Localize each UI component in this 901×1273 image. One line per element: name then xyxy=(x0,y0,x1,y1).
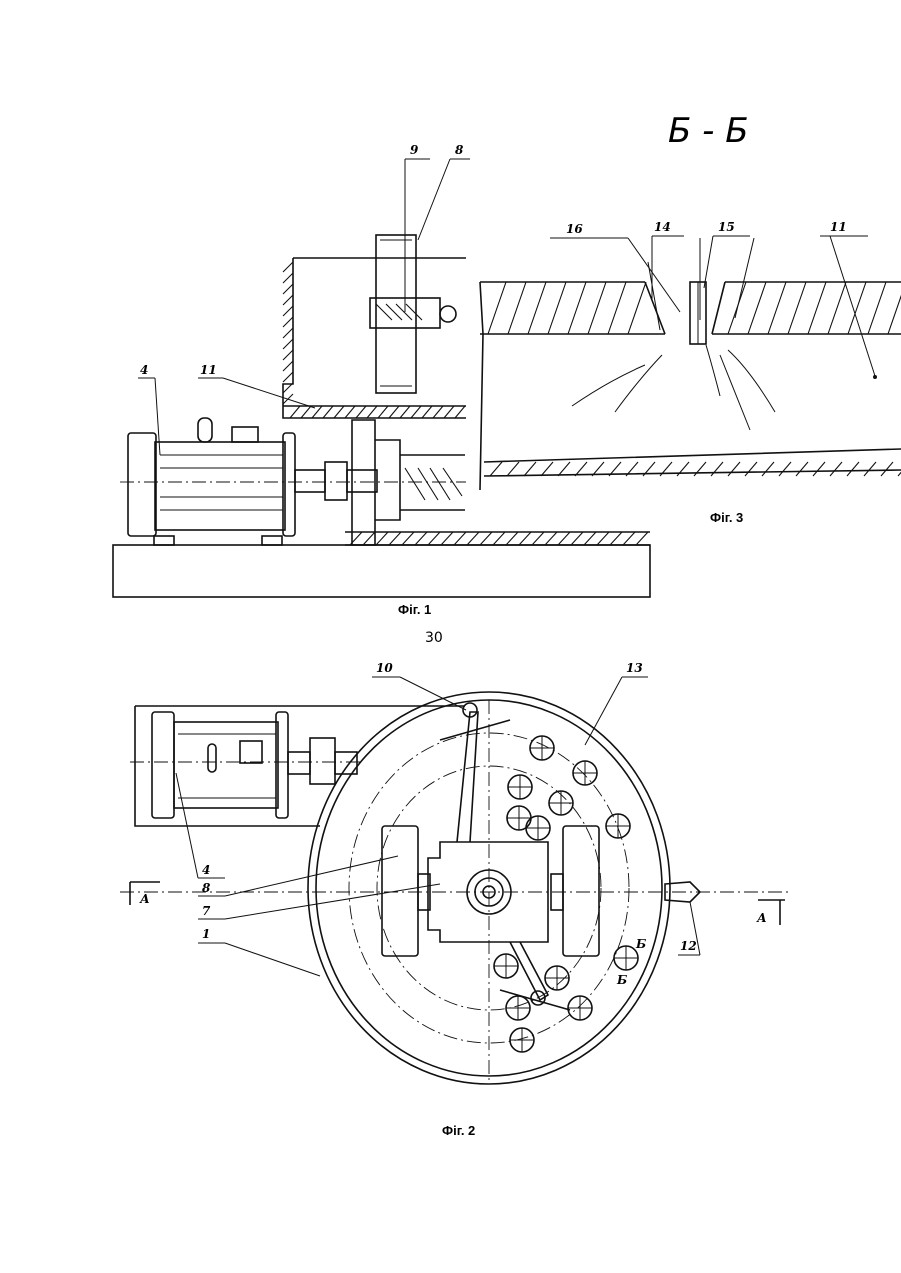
label-10: 10 xyxy=(376,661,393,675)
label-12: 12 xyxy=(680,939,697,953)
section-a-left: А xyxy=(139,892,150,906)
section-b-top: Б xyxy=(635,937,646,951)
label-4-fig2: 4 xyxy=(202,863,210,877)
page-number: 30 xyxy=(425,630,443,646)
label-8-fig2: 8 xyxy=(202,881,211,895)
figure-2: А А Б Б 10 13 4 8 7 1 12 Фіг. 2 xyxy=(120,661,790,1138)
label-8: 8 xyxy=(455,143,464,157)
section-a-right: А xyxy=(756,911,767,925)
label-11: 11 xyxy=(200,363,217,377)
motor-4 xyxy=(128,418,295,545)
label-1: 1 xyxy=(202,927,210,941)
section-b-bottom: Б xyxy=(616,973,627,987)
label-11-fig3: 11 xyxy=(830,220,847,234)
label-16: 16 xyxy=(566,222,583,236)
label-9: 9 xyxy=(410,143,419,157)
fig2-caption: Фіг. 2 xyxy=(442,1123,475,1138)
fig1-caption: Фіг. 1 xyxy=(398,602,431,617)
coupling xyxy=(295,462,377,500)
section-title-bb: Б - Б xyxy=(668,111,749,151)
bearing-housing xyxy=(352,420,465,545)
label-4: 4 xyxy=(140,363,148,377)
figure-3: Б - Б xyxy=(466,111,901,525)
base-hatch-lines xyxy=(350,532,648,545)
base-plate xyxy=(113,545,650,597)
nozzle-holes xyxy=(494,736,638,1052)
label-14: 14 xyxy=(654,220,671,234)
label-7: 7 xyxy=(202,904,211,918)
label-13: 13 xyxy=(626,661,643,675)
fig1-leaders xyxy=(138,159,470,455)
label-15: 15 xyxy=(718,220,735,234)
fig3-caption: Фіг. 3 xyxy=(710,510,743,525)
